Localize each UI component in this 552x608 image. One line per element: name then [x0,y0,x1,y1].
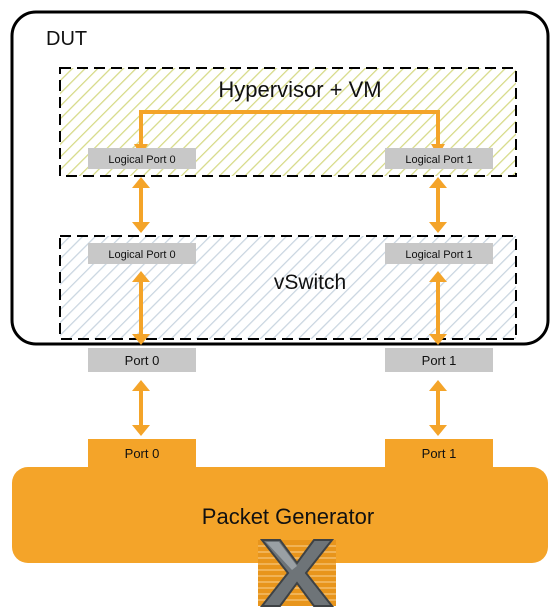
dut-port-0 [88,348,196,372]
packet-generator-box [12,467,548,563]
generator-port-0 [88,439,196,467]
hypervisor-logical-port-0 [88,148,196,169]
hypervisor-logical-port-1 [385,148,493,169]
dut-port-0-label: Port 0 [125,353,160,368]
vswitch-logical-port-1-label: Logical Port 1 [405,249,472,261]
generator-port-1-label: Port 1 [422,446,457,461]
vswitch-label: vSwitch [274,271,346,294]
vm-loopback-path [139,110,440,148]
dut-port-1-label: Port 1 [422,353,457,368]
hypervisor-logical-port-1-label: Logical Port 1 [405,154,472,166]
dut-label: DUT [46,28,87,50]
arrow-hv-to-vswitch-right [429,177,447,233]
arrow-vswitch-to-port-left [132,271,150,345]
arrow-dut-to-generator-left [132,380,150,436]
packet-generator-label: Packet Generator [202,504,374,529]
arrow-vswitch-to-port-right [429,271,447,345]
vswitch-logical-port-0-label: Logical Port 0 [108,249,175,261]
vswitch-logical-port-0 [88,243,196,264]
vswitch-logical-port-1 [385,243,493,264]
hypervisor-label: Hypervisor + VM [218,77,381,102]
dut-port-1 [385,348,493,372]
arrow-dut-to-generator-right [429,380,447,436]
hypervisor-logical-port-0-label: Logical Port 0 [108,154,175,166]
x-logo-icon [258,539,336,607]
arrow-hv-to-vswitch-left [132,177,150,233]
generator-port-0-label: Port 0 [125,446,160,461]
generator-port-1 [385,439,493,467]
